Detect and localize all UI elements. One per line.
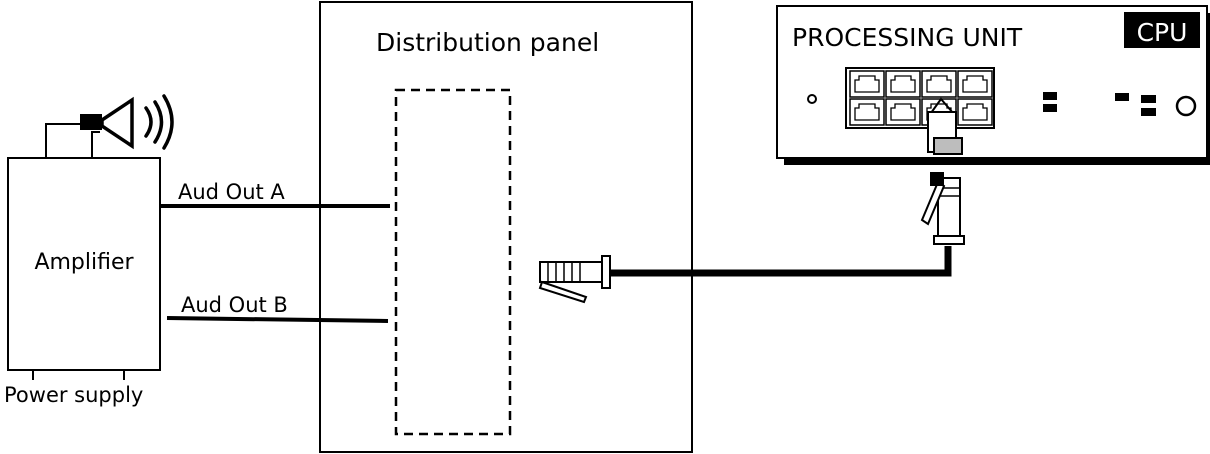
ethernet-port-icon: [921, 70, 957, 98]
aud-out-b-wire: [166, 316, 389, 323]
distribution-panel-label: Distribution panel: [376, 28, 599, 57]
power-led-icon: [807, 94, 817, 104]
amplifier: Amplifier Power supply: [4, 157, 161, 407]
distribution-panel: Distribution panel: [319, 1, 693, 453]
ethernet-port-icon: [849, 98, 885, 126]
terminal-block-outline: [394, 88, 512, 436]
ethernet-port-icon: [849, 70, 885, 98]
aud-out-a-label: Aud Out A: [178, 180, 285, 204]
network-cable: [538, 172, 965, 304]
cpu-badge: CPU: [1124, 12, 1200, 48]
reset-button-icon: [1175, 95, 1197, 117]
indicator-c-icon: [1115, 93, 1129, 101]
rj45-plug-panel-icon: [538, 255, 611, 304]
aud-out-b-label: Aud Out B: [181, 293, 288, 317]
network-cable-wire: [610, 246, 952, 277]
processing-unit: PROCESSING UNIT CPU: [776, 5, 1210, 165]
cpu-badge-label: CPU: [1137, 18, 1188, 47]
rj45-plug-unit-icon: [920, 172, 965, 245]
ethernet-port-icon: [885, 70, 921, 98]
sound-waves-icon: [144, 94, 174, 150]
ethernet-port-icon: [885, 98, 921, 126]
power-supply-label: Power supply: [4, 383, 143, 407]
audio-output-a: Aud Out A: [161, 180, 390, 208]
amplifier-label: Amplifier: [34, 250, 134, 275]
indicator-d-icon: [1141, 95, 1156, 103]
ethernet-port-icon: [957, 98, 993, 126]
distribution-panel-frame: [319, 1, 693, 453]
ethernet-port-grid: [845, 67, 995, 129]
ethernet-port-icon: [957, 70, 993, 98]
processing-unit-label: PROCESSING UNIT: [792, 23, 1023, 52]
cpu-badge-box: [1124, 12, 1200, 48]
amplifier-box: [7, 157, 161, 371]
plugged-connector-icon: [927, 97, 963, 155]
indicator-e-icon: [1141, 108, 1156, 116]
indicator-a-icon: [1043, 92, 1057, 100]
speaker-icon: [45, 94, 174, 158]
indicator-b-icon: [1043, 104, 1057, 112]
audio-output-b: Aud Out B: [166, 293, 389, 323]
status-indicators: [1043, 92, 1197, 117]
